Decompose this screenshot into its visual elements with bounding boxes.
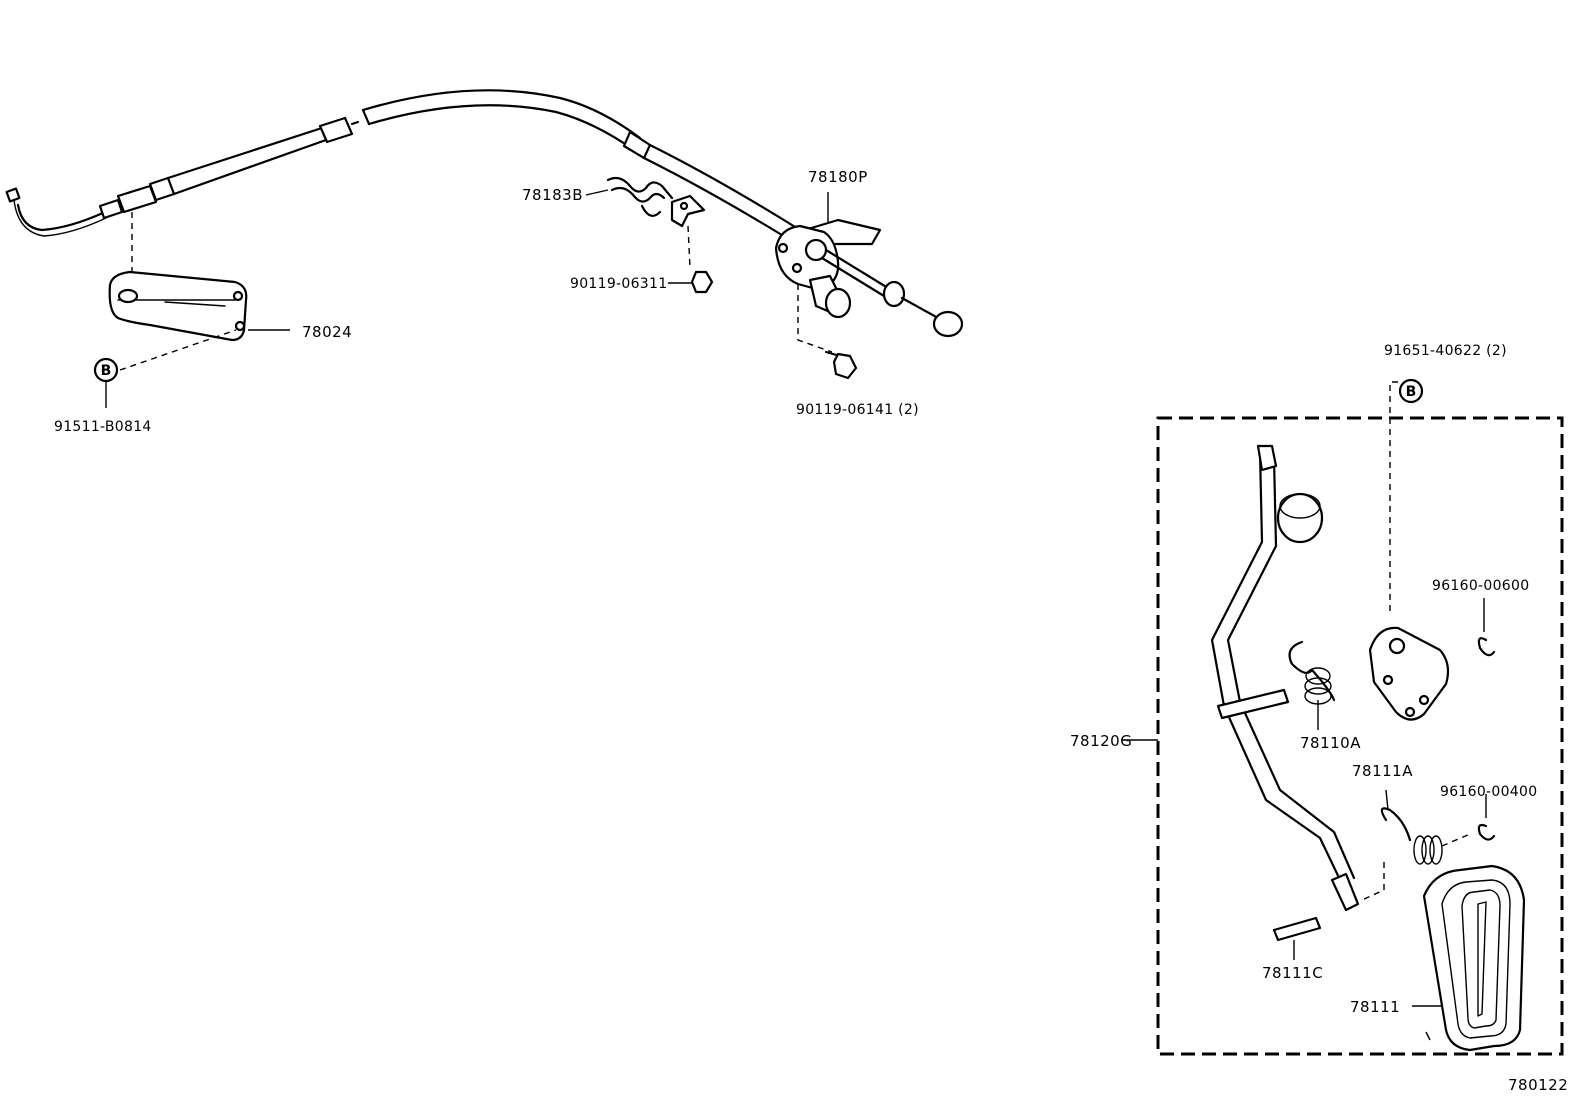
label-78111A: 78111A [1352, 762, 1413, 780]
label-78180P: 78180P [808, 168, 868, 186]
label-96160-00600: 96160-00600 [1432, 578, 1529, 594]
pedal-assembly: B [1122, 378, 1564, 1056]
label-78110A: 78110A [1300, 734, 1361, 752]
label-78024: 78024 [302, 323, 352, 341]
svg-text:B: B [1406, 384, 1417, 400]
figure-number: 780122 [1508, 1076, 1568, 1094]
label-90119-06311: 90119-06311 [570, 276, 667, 292]
label-91651-40622: 91651-40622 (2) [1384, 343, 1507, 359]
svg-text:B: B [101, 363, 112, 379]
clip-78183B [585, 176, 714, 294]
label-78120G: 78120G [1070, 732, 1132, 750]
label-91511-B0814: 91511-B0814 [54, 419, 152, 435]
label-78111: 78111 [1350, 998, 1400, 1016]
label-78111C: 78111C [1262, 964, 1323, 982]
link-78180P [774, 192, 964, 380]
throttle-cable [5, 89, 802, 242]
marker-b-left: B [93, 357, 119, 408]
bracket-78024 [108, 212, 290, 371]
label-78183B: 78183B [522, 186, 583, 204]
label-90119-06141: 90119-06141 (2) [796, 402, 919, 418]
label-96160-00400: 96160-00400 [1440, 784, 1537, 800]
